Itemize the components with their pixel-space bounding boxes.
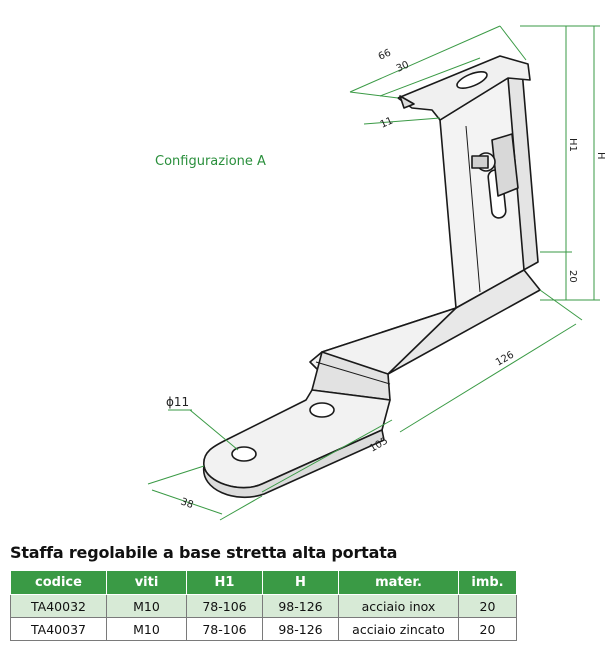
cell-viti: M10 bbox=[106, 617, 187, 641]
dim-base-width: 38 bbox=[179, 496, 195, 511]
header-h: H bbox=[262, 570, 339, 595]
cell-imb: 20 bbox=[458, 617, 517, 641]
dim-vertical-offset: 20 bbox=[567, 270, 578, 283]
cell-imb: 20 bbox=[458, 594, 517, 618]
cell-mater: acciaio zincato bbox=[338, 617, 459, 641]
header-h1: H1 bbox=[186, 570, 263, 595]
cell-h1: 78-106 bbox=[186, 617, 263, 641]
dim-hole-diameter: ϕ11 bbox=[166, 395, 189, 409]
bracket-shape bbox=[203, 55, 541, 499]
cell-h: 98-126 bbox=[262, 594, 339, 618]
dim-h1: H1 bbox=[567, 138, 578, 152]
product-title: Staffa regolabile a base stretta alta po… bbox=[10, 543, 398, 562]
dim-arm-length: 126 bbox=[494, 350, 516, 369]
cell-viti: M10 bbox=[106, 594, 187, 618]
table-row: TA40037 M10 78-106 98-126 acciaio zincat… bbox=[10, 617, 517, 641]
cell-h: 98-126 bbox=[262, 617, 339, 641]
dim-slot-length: 30 bbox=[395, 60, 411, 75]
bracket-technical-drawing: 66 30 11 H1 H 20 126 105 38 ϕ11 bbox=[147, 25, 606, 521]
cell-codice: TA40037 bbox=[10, 617, 107, 641]
header-codice: codice bbox=[10, 570, 107, 595]
header-imb: imb. bbox=[458, 570, 517, 595]
dimension-lines bbox=[147, 25, 600, 521]
table-header-row: codice viti H1 H mater. imb. bbox=[10, 570, 517, 595]
cell-h1: 78-106 bbox=[186, 594, 263, 618]
configuration-label: Configurazione A bbox=[155, 154, 266, 169]
dim-top-width: 66 bbox=[377, 48, 393, 63]
header-viti: viti bbox=[106, 570, 187, 595]
table-row: TA40032 M10 78-106 98-126 acciaio inox 2… bbox=[10, 594, 517, 618]
dim-h: H bbox=[595, 152, 606, 160]
spec-table: codice viti H1 H mater. imb. TA40032 M10… bbox=[10, 570, 517, 641]
cell-codice: TA40032 bbox=[10, 594, 107, 618]
dim-slot-width: 11 bbox=[379, 116, 395, 131]
cell-mater: acciaio inox bbox=[338, 594, 459, 618]
header-mater: mater. bbox=[338, 570, 459, 595]
